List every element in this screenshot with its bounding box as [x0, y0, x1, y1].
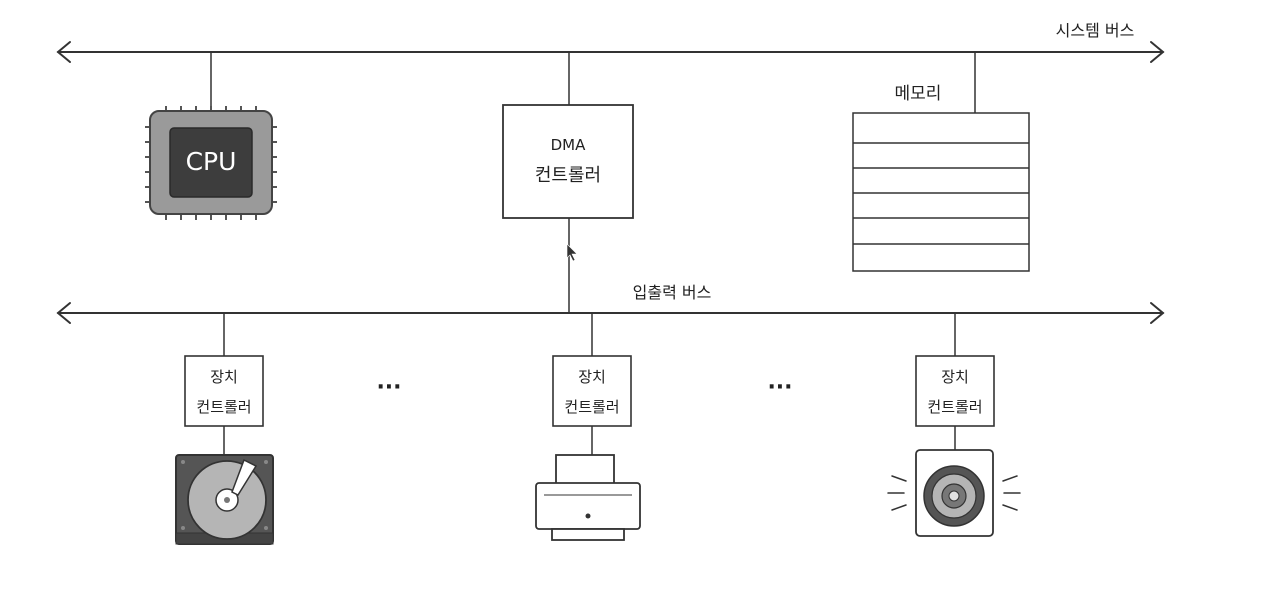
dma-controller-box: [502, 104, 634, 219]
device-controller-3-line2: 컨트롤러: [927, 398, 982, 416]
io-bus-label: 입출력 버스: [633, 283, 712, 302]
ellipsis-1: ···: [376, 375, 401, 400]
hard-disk-icon: [175, 454, 274, 545]
system-bus-label: 시스템 버스: [1056, 21, 1135, 40]
bus-connectors: [210, 52, 976, 455]
device-controller-2-line2: 컨트롤러: [564, 398, 619, 416]
device-controller-1-line1: 장치: [210, 368, 238, 386]
ellipsis-2: ···: [767, 375, 792, 400]
dma-controller-label-line1: DMA: [551, 136, 586, 154]
cpu-label: CPU: [186, 147, 237, 176]
cpu-chip-icon: [145, 106, 277, 220]
memory-block: [852, 112, 1030, 272]
device-controller-box-3: [915, 355, 995, 427]
device-controller-1-line2: 컨트롤러: [196, 398, 251, 416]
memory-label: 메모리: [895, 84, 942, 104]
mouse-cursor-icon: [566, 243, 578, 262]
device-controller-2-line1: 장치: [578, 368, 606, 386]
device-controller-3-line1: 장치: [941, 368, 969, 386]
speaker-icon: [887, 449, 1021, 537]
printer-icon: [535, 454, 641, 541]
system-bus: [56, 41, 1165, 63]
device-controller-box-2: [552, 355, 632, 427]
io-bus: [56, 302, 1165, 324]
dma-controller-label-line2: 컨트롤러: [535, 165, 601, 186]
device-controller-box-1: [184, 355, 264, 427]
